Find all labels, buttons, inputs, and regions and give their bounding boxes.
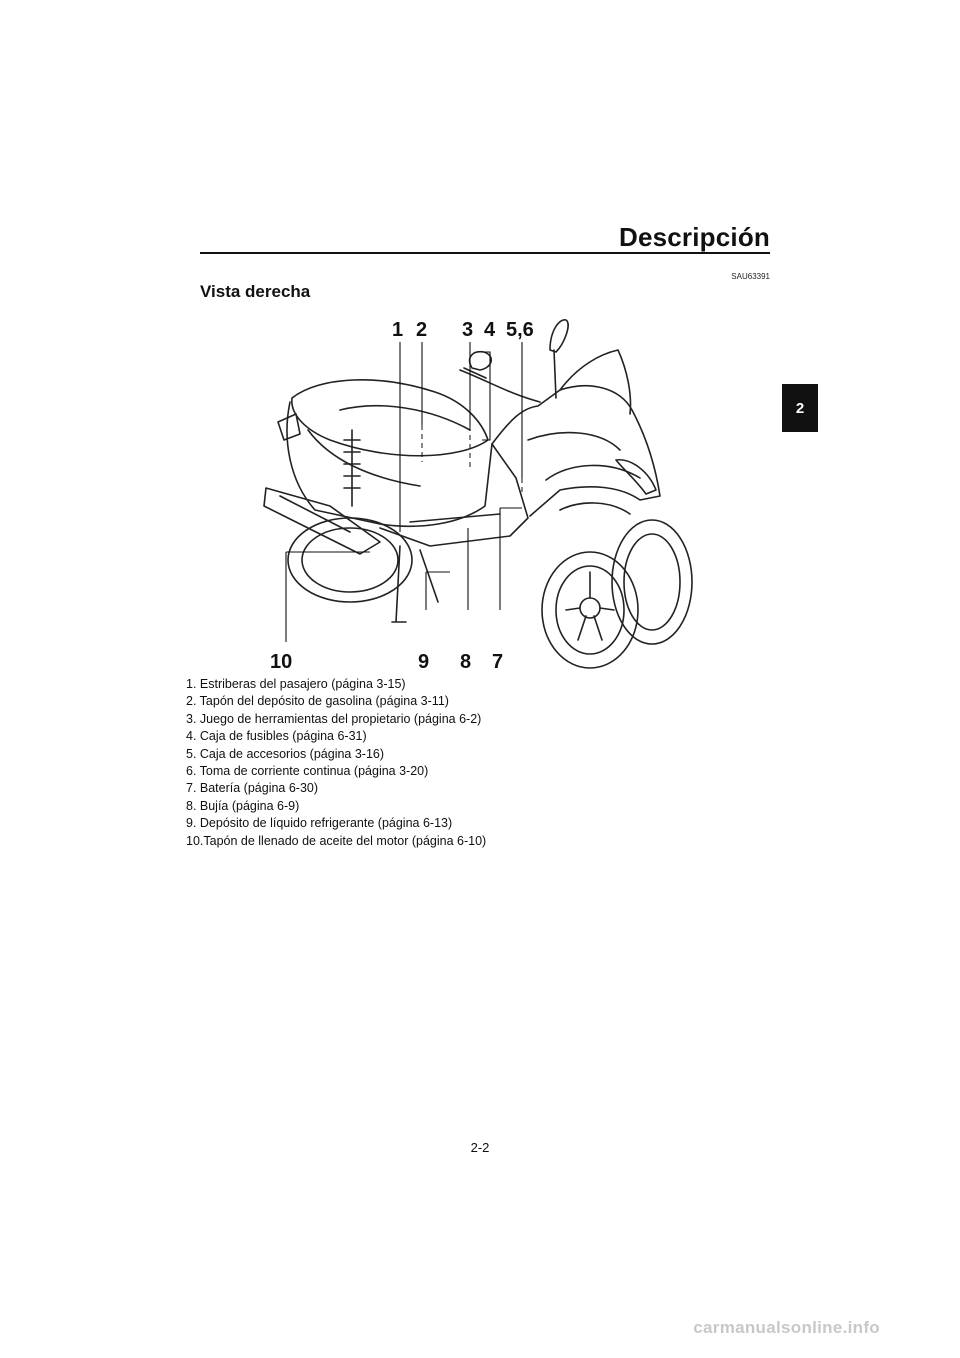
- legend-item: 8. Bujía (página 6-9): [186, 798, 300, 813]
- legend-item: 7. Batería (página 6-30): [186, 781, 319, 796]
- legend-item: 4. Caja de fusibles (página 6-31): [186, 729, 367, 744]
- exhaust: [263, 487, 381, 555]
- callout-10: 10: [270, 651, 292, 670]
- rear-shock: [343, 429, 361, 507]
- footboard: [379, 443, 529, 547]
- legend-item: 10.Tapón de llenado de aceite del motor …: [186, 833, 487, 848]
- headlight: [615, 459, 657, 495]
- handlebar: [459, 369, 541, 403]
- legend-item: 2. Tapón del depósito de gasolina (págin…: [186, 694, 449, 709]
- chapter-tab[interactable]: 2: [782, 384, 818, 432]
- callout-8: 8: [460, 651, 471, 670]
- callout-5-6: 5,6: [506, 319, 534, 341]
- callout-4: 4: [484, 319, 496, 341]
- scooter-illustration: 1 2 3 4 5,6 10 9 8 7: [260, 310, 700, 673]
- section-title: Vista derecha: [200, 282, 311, 301]
- legend-item: 6. Toma de corriente continua (página 3-…: [186, 764, 429, 779]
- callout-1: 1: [392, 319, 403, 341]
- callout-2: 2: [416, 319, 427, 341]
- parts-legend: 1. Estriberas del pasajero (página 3-15)…: [186, 676, 486, 850]
- legend-item: 9. Depósito de líquido refrigerante (pág…: [186, 816, 453, 831]
- callout-3: 3: [462, 319, 473, 341]
- stand: [391, 545, 439, 623]
- scooter-drawing: 1 2 3 4 5,6 10 9 8 7: [263, 319, 693, 673]
- document-code: SAU63391: [731, 272, 770, 281]
- legend-item: 5. Caja de accesorios (página 3-16): [186, 746, 385, 761]
- rear-body: [286, 401, 493, 528]
- page-number: 2-2: [470, 1140, 490, 1155]
- callout-9: 9: [418, 651, 429, 670]
- header-rule: [200, 252, 770, 254]
- page-title: Descripción: [618, 222, 770, 252]
- legend-item: 1. Estriberas del pasajero (página 3-15): [186, 677, 406, 691]
- mirror-right: [468, 350, 492, 371]
- rear-wheel: [287, 517, 413, 603]
- mirror-left: [549, 319, 569, 399]
- windscreen: [559, 349, 632, 415]
- legend-item: 3. Juego de herramientas del propietario…: [186, 711, 482, 726]
- front-wheel-outer: [611, 519, 693, 645]
- callout-7: 7: [492, 651, 503, 670]
- front-wheel-inner: [541, 551, 639, 669]
- watermark[interactable]: carmanualsonline.info: [693, 1318, 880, 1337]
- front-shield: [491, 384, 661, 517]
- tail-light: [277, 413, 301, 441]
